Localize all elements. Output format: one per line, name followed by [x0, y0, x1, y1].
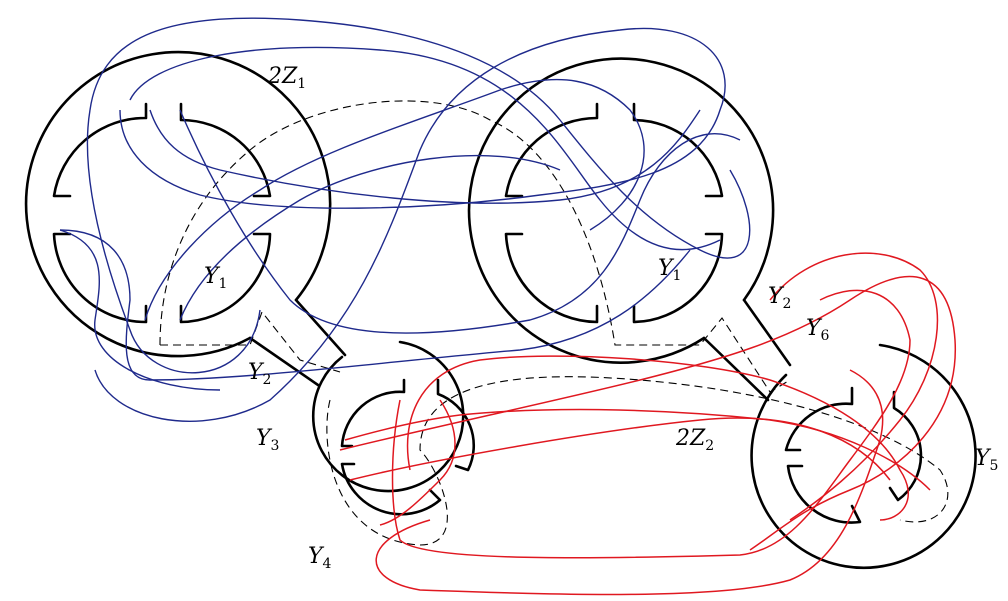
hole-y3-top [340, 378, 406, 448]
blue-curve-8 [144, 78, 645, 321]
band-right-2 [742, 298, 792, 367]
hole-right-topleft [504, 102, 599, 198]
band-left-2 [294, 298, 347, 357]
blue-curves [59, 17, 751, 422]
band-left-1 [248, 336, 320, 387]
hole-y5-left [784, 386, 854, 452]
red-curve-4 [349, 417, 891, 481]
label-y1-right: Y1 [658, 256, 682, 284]
hole-left-bottomright [179, 232, 272, 324]
hole-left-bottomleft [52, 232, 148, 324]
big-disk-right [467, 57, 775, 364]
outer-boundaries [24, 50, 977, 570]
red-curve-2 [406, 355, 910, 521]
blue-curve-6 [59, 229, 221, 391]
hole-right-bottomright [632, 232, 724, 324]
hole-left-topleft [52, 102, 148, 198]
red-curves [339, 252, 956, 596]
hole-y3-right [436, 378, 476, 472]
band-right-1 [702, 336, 770, 402]
red-curve-1 [375, 369, 884, 596]
label-2z2: 2Z2 [676, 426, 715, 454]
red-curve-5 [391, 289, 911, 559]
hole-y4-bottom [340, 462, 442, 516]
hole-y5-right [888, 390, 923, 502]
label-2z1: 2Z1 [268, 64, 307, 92]
hole-y5-bottom [786, 464, 862, 524]
blue-curve-5 [59, 229, 691, 381]
dashed-z1-loop [159, 100, 791, 393]
big-disk-left [24, 50, 332, 358]
red-curve-8 [344, 408, 931, 491]
hole-right-topright [632, 102, 724, 198]
blue-curve-10 [149, 109, 701, 204]
hole-right-bottomleft [504, 232, 599, 324]
dashed-z1-inner [160, 310, 341, 373]
hole-left-topright [179, 102, 272, 198]
blue-curve-3 [129, 46, 721, 251]
blue-curve-9 [179, 154, 561, 321]
small-disk-bottom-right [750, 343, 977, 570]
core-curves [159, 100, 949, 546]
blue-curve-1 [89, 17, 751, 259]
small-disk-bottom-left [311, 340, 465, 493]
label-y3: Y3 [256, 426, 280, 454]
blue-curve-4 [94, 27, 726, 422]
label-y5: Y5 [975, 446, 999, 474]
label-y4: Y4 [308, 544, 332, 572]
label-y1-left: Y1 [204, 264, 228, 292]
red-curve-3 [339, 275, 956, 551]
label-y2-right: Y2 [768, 284, 792, 312]
inner-holes [52, 102, 923, 524]
blue-curve-2 [86, 109, 261, 374]
dashed-z2-loop [326, 376, 949, 546]
red-curve-7 [769, 252, 939, 521]
label-y6: Y6 [806, 316, 830, 344]
red-curve-6 [379, 399, 456, 526]
blue-curve-7 [179, 109, 741, 334]
label-y2-left: Y2 [248, 360, 272, 388]
